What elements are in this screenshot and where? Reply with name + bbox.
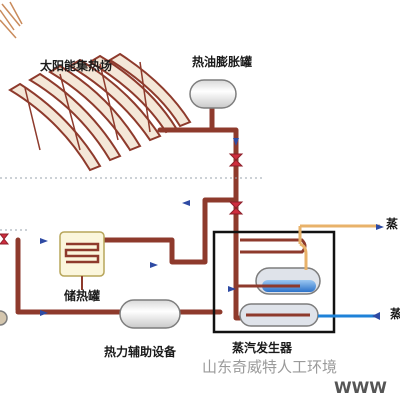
watermark-company: 山东奇威特人工环境 <box>202 358 338 376</box>
storage-coil <box>64 242 100 264</box>
valve-icon <box>0 233 10 245</box>
label-solar-field: 太阳能集热场 <box>40 59 113 73</box>
label-aux-heater: 热力辅助设备 <box>104 345 177 359</box>
storage-line <box>97 197 239 265</box>
aux-heater-tank <box>119 299 181 329</box>
watermark-url: WWW <box>334 378 387 397</box>
generator-return <box>233 287 243 321</box>
pump-icon <box>0 310 8 326</box>
label-steam-generator: 蒸汽发生器 <box>232 341 293 355</box>
label-steam-out: 蒸 <box>386 217 399 231</box>
steam-outlet-pipe <box>298 224 380 244</box>
label-storage-tank: 储热罐 <box>64 289 101 303</box>
sun-rays-decor <box>0 1 23 39</box>
steam-generator <box>212 230 336 334</box>
header-pipe <box>157 127 239 239</box>
valve-icon <box>228 201 244 215</box>
collector-support <box>24 61 151 151</box>
label-water-in: 蒸 <box>390 307 400 321</box>
valve-icon <box>228 153 244 167</box>
label-expansion-tank: 热油膨胀罐 <box>192 55 253 69</box>
separator-lines <box>0 177 265 231</box>
storage-tank <box>59 231 105 290</box>
expansion-tank <box>189 79 237 109</box>
flow-arrows <box>40 138 384 320</box>
generator-coil <box>240 238 307 254</box>
